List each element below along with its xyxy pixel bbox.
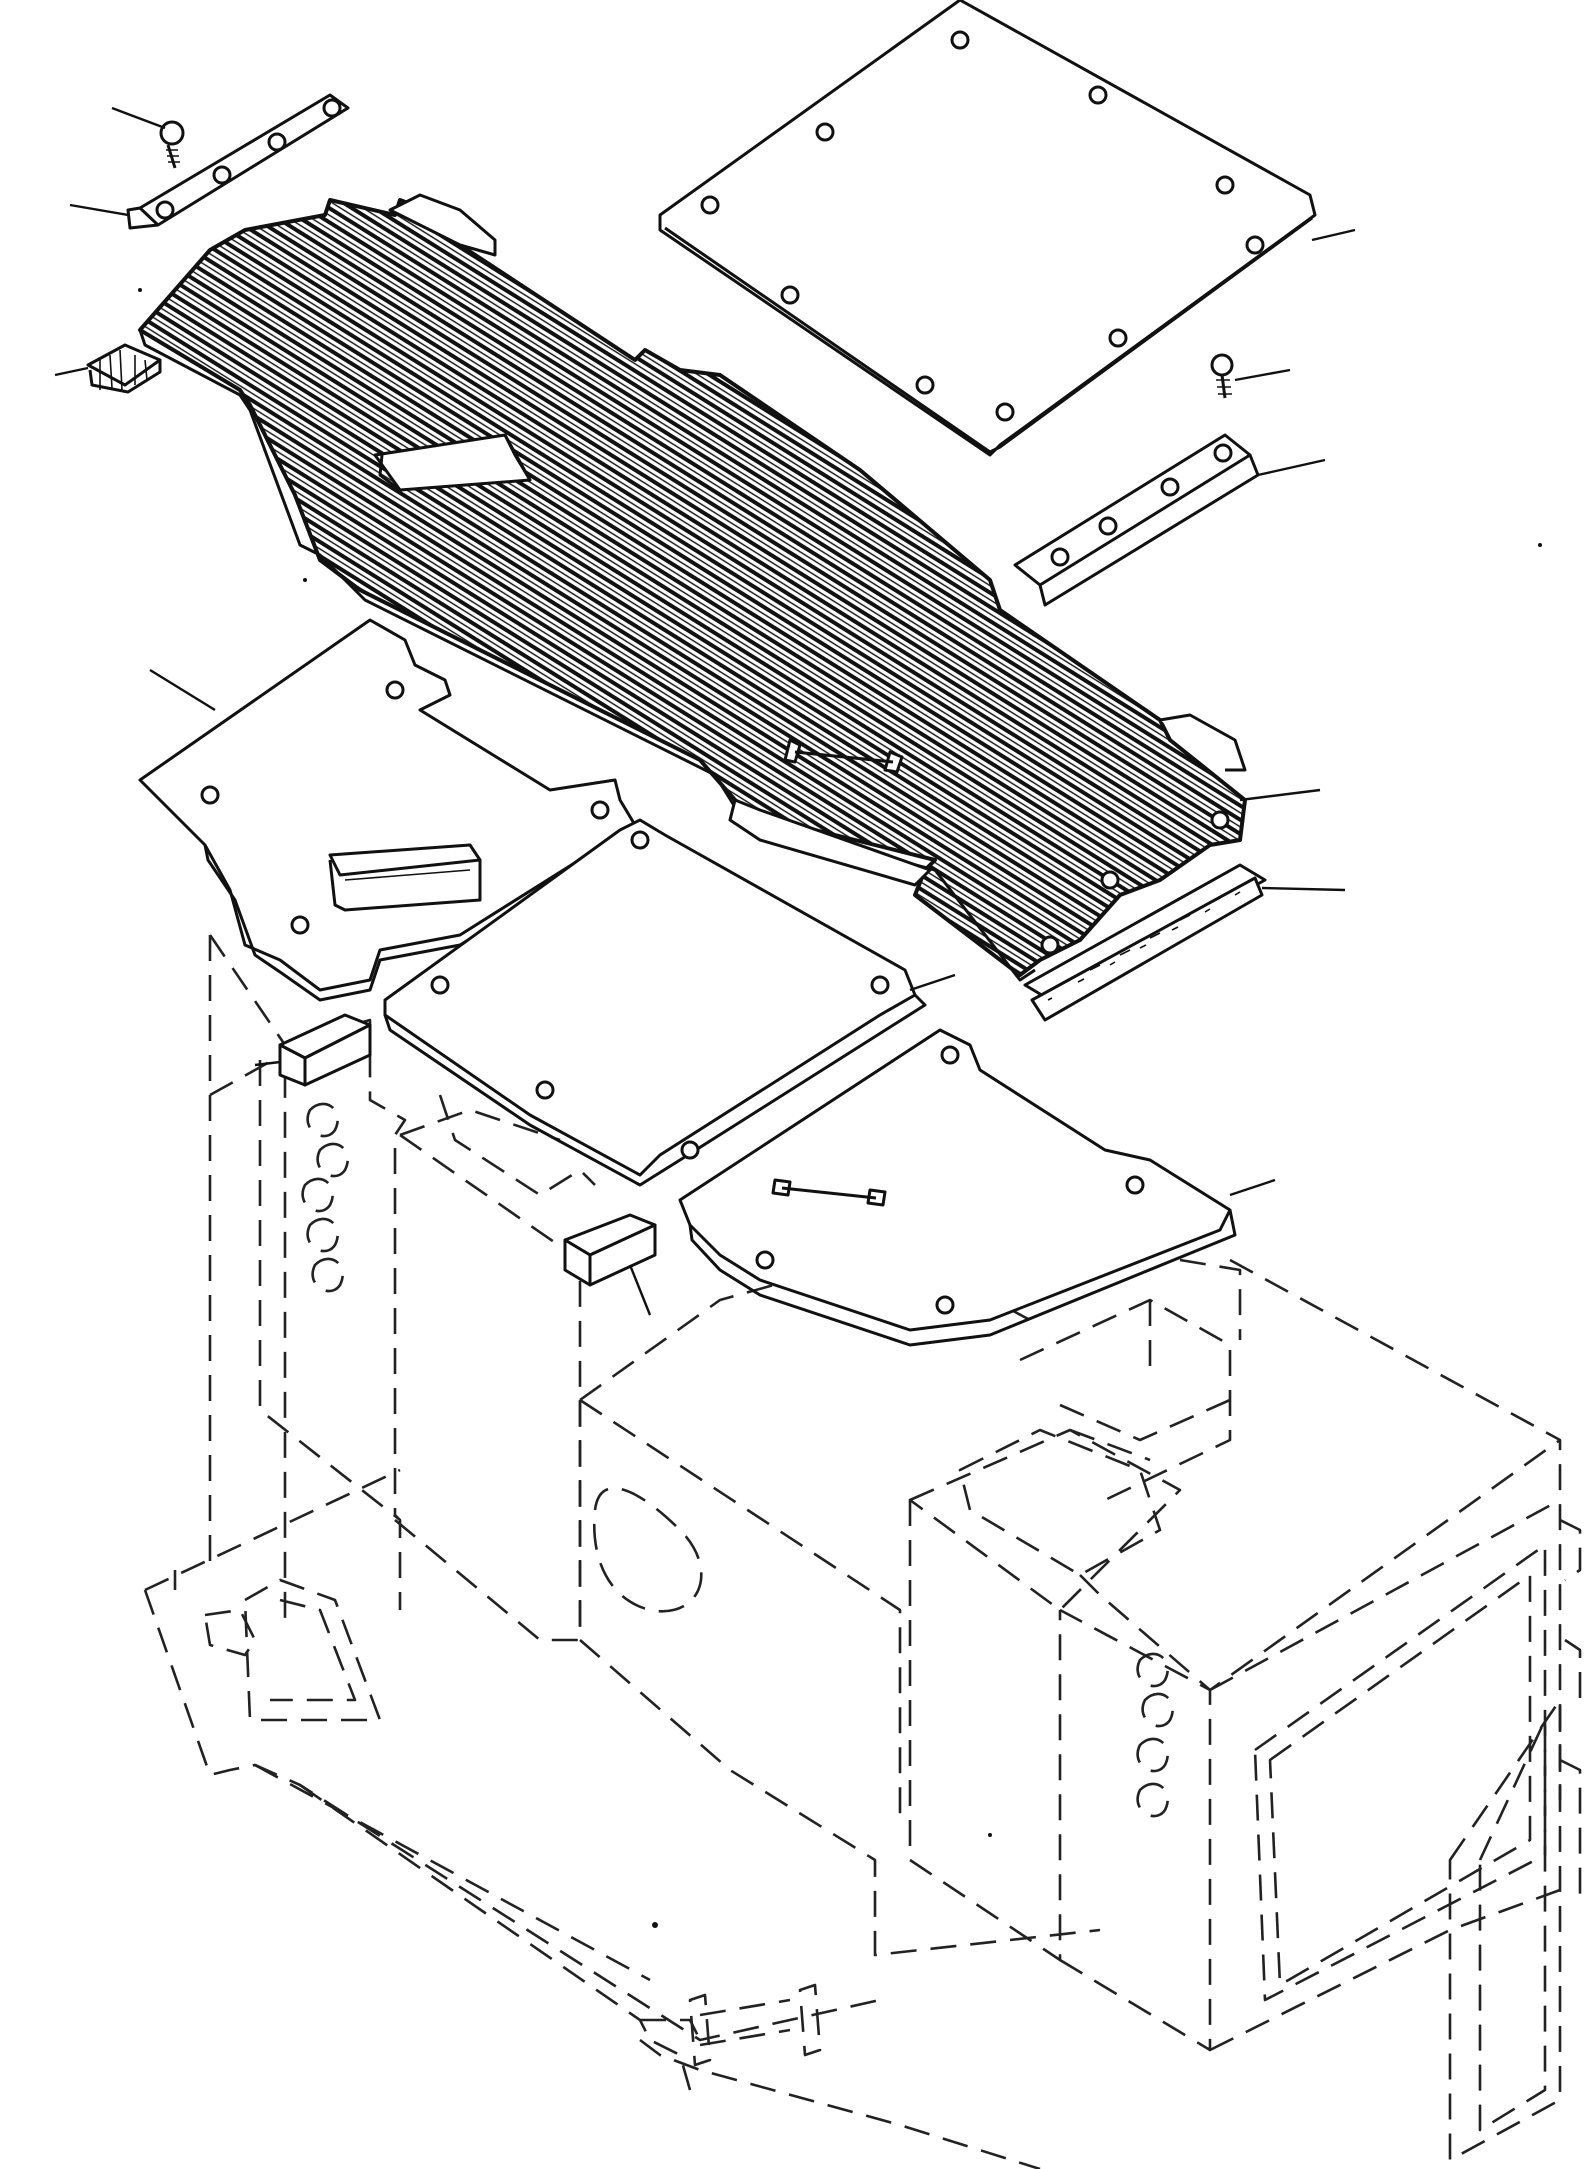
leader-lines [54,106,1356,1316]
mounting-bar-right [1013,433,1260,607]
left-floor-plate [138,618,642,1002]
center-floor-plate [383,818,927,1187]
edge-trim-bottom-right [1023,863,1267,1022]
mounting-bar-top-left [126,93,350,230]
top-right-cover-plate [658,0,1317,457]
right-floor-plate [678,1028,1237,1347]
mounting-screw-top-left [159,120,185,169]
mounting-screw-right [1210,353,1234,399]
spacer-block-center [563,1213,657,1287]
drawing-specks [138,288,1542,1928]
edge-trim-top-left [86,343,162,394]
spacer-block-left [278,1013,372,1087]
ribbed-floor-mat [138,193,1247,982]
